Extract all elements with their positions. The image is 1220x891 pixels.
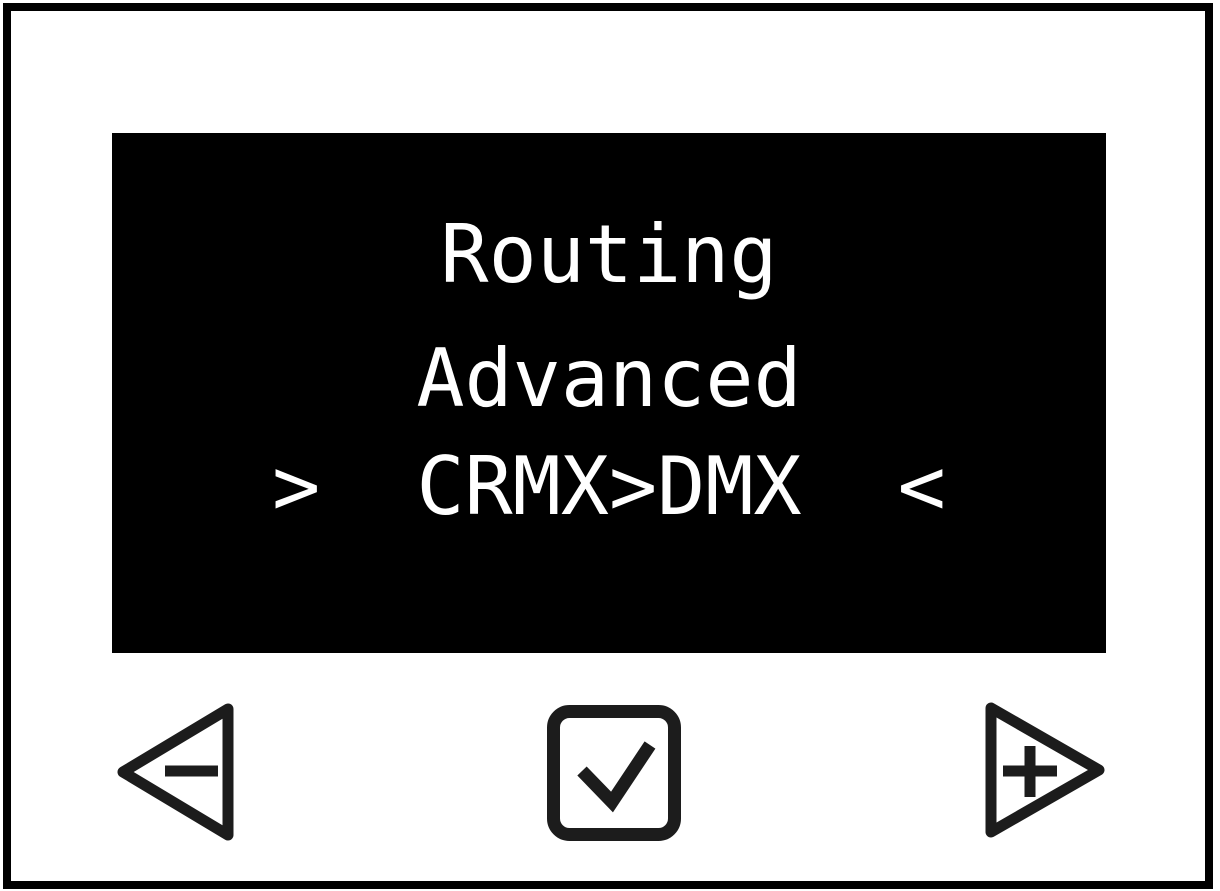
confirm-button[interactable] [547, 705, 681, 841]
minus-button[interactable] [117, 702, 237, 842]
device-frame: Routing Advanced > CRMX>DMX < [3, 3, 1213, 889]
lcd-screen: Routing Advanced > CRMX>DMX < [112, 133, 1106, 653]
left-triangle-minus-icon [117, 703, 234, 841]
selection-right-marker: < [897, 440, 946, 533]
selected-item: CRMX>DMX [416, 440, 802, 533]
screen-title: Routing [440, 208, 778, 301]
selection-left-marker: > [272, 440, 321, 533]
screen-selected-row: > CRMX>DMX < [112, 437, 1106, 537]
plus-button[interactable] [985, 701, 1107, 839]
screen-menu-item: Advanced [416, 332, 802, 425]
right-triangle-plus-icon [985, 702, 1105, 838]
checkbox-checkmark-icon [547, 705, 681, 841]
